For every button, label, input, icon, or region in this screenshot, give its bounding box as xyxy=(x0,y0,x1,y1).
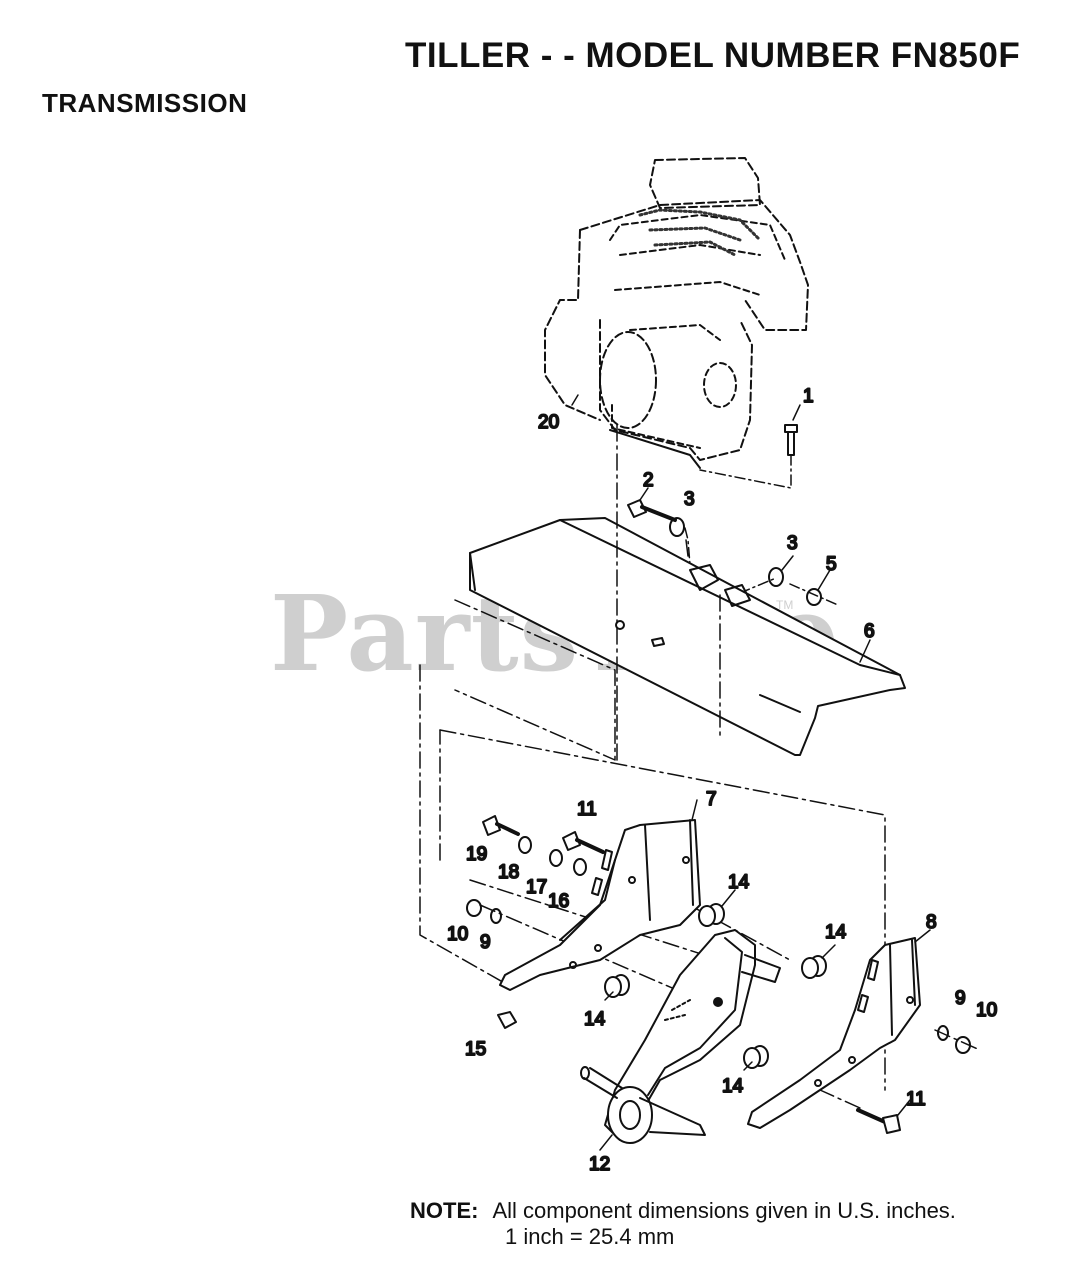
callout-3b: 3 xyxy=(787,533,798,554)
callout-8: 8 xyxy=(926,912,937,933)
callout-5: 5 xyxy=(826,554,837,575)
nut-part-15 xyxy=(497,1011,517,1029)
callout-14d: 14 xyxy=(722,1076,744,1097)
callout-18: 18 xyxy=(498,862,519,883)
callout-1: 1 xyxy=(803,386,814,407)
nut-part-10b xyxy=(955,1036,971,1054)
washer-part-17 xyxy=(549,849,563,867)
washer-part-16 xyxy=(573,858,587,876)
watermark-trademark: TM xyxy=(776,598,794,612)
callout-3a: 3 xyxy=(684,489,695,510)
note-label: NOTE: xyxy=(410,1198,479,1223)
bracket-part-7 xyxy=(499,819,701,991)
callout-16: 16 xyxy=(548,891,569,912)
callout-14c: 14 xyxy=(584,1009,606,1030)
callout-6: 6 xyxy=(864,621,875,642)
washer-part-9a xyxy=(490,908,502,924)
callout-12: 12 xyxy=(589,1154,610,1175)
callout-9b: 9 xyxy=(955,988,966,1009)
page-title: TILLER - - MODEL NUMBER FN850F xyxy=(405,36,1021,75)
callout-14b: 14 xyxy=(825,922,847,943)
note-line-2: 1 inch = 25.4 mm xyxy=(505,1224,675,1249)
callout-14a: 14 xyxy=(728,872,750,893)
bolt-part-2 xyxy=(627,487,677,522)
bolt-part-11b xyxy=(856,1108,901,1134)
callout-2: 2 xyxy=(643,470,654,491)
bolt-part-11 xyxy=(562,831,605,854)
note-line-1: All component dimensions given in U.S. i… xyxy=(492,1198,956,1223)
washer-part-3b xyxy=(768,567,784,587)
nut-part-10a xyxy=(466,899,482,917)
bolt-part-1 xyxy=(699,404,801,489)
callout-7: 7 xyxy=(706,789,717,810)
note: NOTE: All component dimensions given in U… xyxy=(410,1198,956,1224)
shield-part-6 xyxy=(469,517,906,756)
bracket-part-8 xyxy=(747,937,921,1129)
washer-part-3 xyxy=(669,517,685,537)
callout-11a: 11 xyxy=(577,799,597,820)
section-title: TRANSMISSION xyxy=(42,88,248,118)
washer-part-18 xyxy=(518,836,532,854)
transmission-part-12 xyxy=(580,929,781,1144)
bushings-part-14 xyxy=(604,903,827,1069)
leader-lines xyxy=(571,394,931,1151)
callout-10a: 10 xyxy=(447,924,468,945)
callout-17: 17 xyxy=(526,877,547,898)
bolt-part-19 xyxy=(482,815,520,836)
callout-10b: 10 xyxy=(976,1000,997,1021)
callout-19: 19 xyxy=(466,844,487,865)
callout-11b: 11 xyxy=(906,1089,926,1110)
nut-part-5 xyxy=(806,588,822,606)
engine-part-20 xyxy=(544,157,809,469)
washer-part-9b xyxy=(937,1025,949,1041)
callout-15: 15 xyxy=(465,1039,486,1060)
alignment-lines xyxy=(419,424,981,1109)
callout-9a: 9 xyxy=(480,932,491,953)
callout-20: 20 xyxy=(538,412,559,433)
